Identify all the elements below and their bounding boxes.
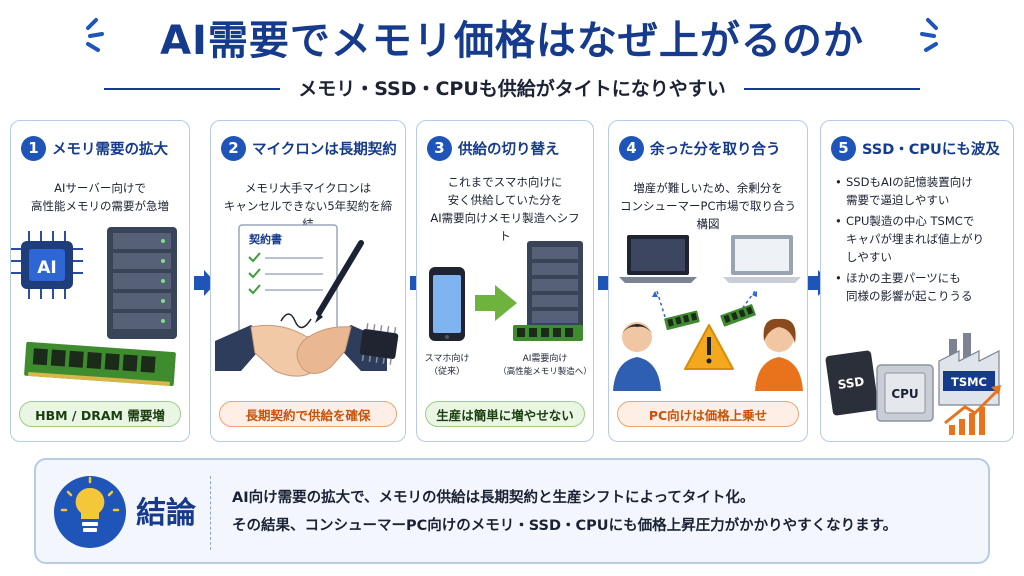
- market-competition-illustration: [613, 235, 803, 391]
- step-card-3: 3 供給の切り替え これまでスマホ向けに 安く供給していた分を AI需要向けメモ…: [416, 120, 594, 442]
- step-title: 供給の切り替え: [458, 141, 560, 158]
- step-description: AIサーバー向けで 高性能メモリの需要が急増: [31, 181, 169, 213]
- page-title: AI需要でメモリ価格はなぜ上がるのか: [160, 18, 864, 64]
- person-icon: [613, 322, 661, 391]
- step-description: メモリ大手マイクロンは キャンセルできない5年契約を締結: [223, 181, 393, 231]
- memory-module-icon: [513, 325, 583, 341]
- svg-text:TSMC: TSMC: [951, 375, 987, 389]
- server-rack-icon: [527, 241, 583, 333]
- step-title: マイクロンは長期契約: [252, 141, 397, 158]
- memory-module-icon: [720, 304, 756, 327]
- subtitle-row: メモリ・SSD・CPUも供給がタイトになりやすい: [0, 74, 1024, 104]
- step-number: 4: [619, 135, 644, 161]
- step-number: 5: [831, 135, 856, 161]
- step-title: 余った分を取り合う: [650, 141, 781, 158]
- ai-server-memory-illustration: AI: [11, 227, 177, 386]
- step-number: 2: [221, 135, 246, 161]
- laptop-icon: [723, 235, 801, 283]
- divider-line: [104, 88, 280, 90]
- server-rack-icon: [107, 227, 177, 339]
- warning-icon: [684, 324, 734, 370]
- step-description: これまでスマホ向けに 安く供給していた分を AI需要向けメモリ製造へシフト: [430, 175, 580, 243]
- svg-text:契約書: 契約書: [248, 232, 282, 246]
- step-number: 3: [427, 135, 452, 161]
- svg-text:SSD: SSD: [837, 374, 865, 392]
- sparkle-lines-icon: [920, 18, 938, 52]
- svg-text:スマホ向け: スマホ向け: [425, 352, 470, 364]
- dashed-divider: [210, 476, 211, 550]
- step-description: 増産が難しいため、余剰分を コンシューマーPC市場で取り合う構図: [620, 181, 796, 231]
- contract-document-icon: 契約書: [238, 224, 338, 338]
- laptop-icon: [619, 235, 697, 283]
- person-icon: [755, 318, 803, 391]
- smartphone-icon: [429, 267, 465, 341]
- pen-icon: [315, 240, 364, 323]
- shift-arrow-icon: [475, 285, 517, 321]
- svg-text:（従来）: （従来）: [429, 365, 465, 377]
- ai-chip-icon: AI: [11, 231, 83, 299]
- supply-shift-illustration: スマホ向け （従来） AI需要向け （高性能メモリ製造へ）: [425, 241, 592, 377]
- cpu-icon: CPU: [876, 364, 934, 422]
- step-title: メモリ需要の拡大: [52, 141, 168, 158]
- svg-text:CPU: CPU: [891, 387, 918, 401]
- conclusion-label: 結論: [136, 496, 196, 531]
- ssd-cpu-tsmc-illustration: SSD CPU TSMC: [825, 333, 1001, 435]
- step-badge: 生産は簡単に増やせない: [425, 401, 585, 427]
- memory-module-icon: [664, 310, 700, 330]
- divider-line: [744, 88, 920, 90]
- page-subtitle: メモリ・SSD・CPUも供給がタイトになりやすい: [298, 78, 726, 100]
- contract-handshake-illustration: 契約書: [215, 224, 399, 377]
- conclusion-text: AI向け需要の拡大で、メモリの供給は長期契約と生産シフトによってタイト化。 その…: [232, 490, 898, 534]
- flow-arrow-icon: [194, 270, 216, 296]
- rising-bar-chart-icon: [944, 385, 1001, 435]
- memory-chip-icon: [359, 323, 399, 365]
- ssd-icon: SSD: [825, 350, 879, 416]
- step-badge: HBM / DRAM 需要増: [19, 401, 181, 427]
- flow-arrow-icon: [808, 270, 830, 296]
- step-card-1: 1 メモリ需要の拡大 AIサーバー向けで 高性能メモリの需要が急増 AI: [10, 120, 190, 442]
- step-card-2: 2 マイクロンは長期契約 メモリ大手マイクロンは キャンセルできない5年契約を締…: [210, 120, 406, 442]
- step-number: 1: [21, 135, 46, 161]
- svg-text:（高性能メモリ製造へ）: （高性能メモリ製造へ）: [498, 366, 592, 377]
- step-badge: 長期契約で供給を確保: [219, 401, 397, 427]
- step-badge: PC向けは価格上乗せ: [617, 401, 799, 427]
- factory-icon: TSMC: [938, 333, 1000, 406]
- memory-module-icon: [24, 341, 176, 386]
- svg-text:AI: AI: [37, 258, 56, 278]
- step-title: SSD・CPUにも波及: [862, 141, 1000, 158]
- svg-text:AI需要向け: AI需要向け: [523, 352, 568, 364]
- lightbulb-icon: [54, 476, 126, 548]
- sparkle-lines-icon: [86, 18, 104, 52]
- conclusion-panel: 結論 AI向け需要の拡大で、メモリの供給は長期契約と生産シフトによってタイト化。…: [34, 458, 990, 564]
- step-card-4: 4 余った分を取り合う 増産が難しいため、余剰分を コンシューマーPC市場で取り…: [608, 120, 808, 442]
